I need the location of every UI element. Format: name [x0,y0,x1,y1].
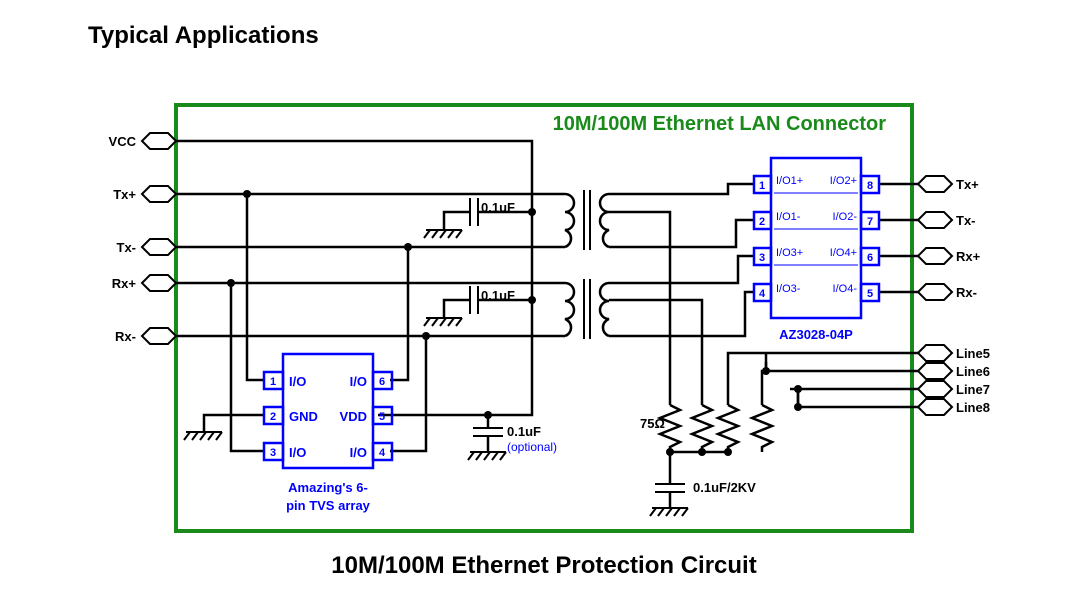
resistor-1 [656,403,684,452]
capacitor-hv: 0.1uF/2KV [649,448,756,517]
svg-text:Tx+: Tx+ [113,187,136,202]
svg-text:I/O: I/O [350,374,367,389]
svg-text:(optional): (optional) [507,440,557,454]
port-rx-minus-left: Rx- [115,327,178,345]
svg-text:5: 5 [379,411,385,423]
svg-text:I/O1-: I/O1- [776,211,801,223]
svg-text:2: 2 [759,216,765,228]
svg-text:0.1uF: 0.1uF [481,288,515,303]
svg-text:1: 1 [759,180,765,192]
port-rx-minus-right: Rx- [916,283,977,301]
ground-icon [183,431,223,441]
right-wires [609,182,918,411]
tvs-array-chip: 1 2 3 6 5 4 I/O GND I/O I/O VDD I/O Amaz… [262,352,394,513]
port-tx-minus-right: Tx- [916,211,976,229]
capacitor-rx-center: 0.1uF [423,286,532,327]
svg-text:8: 8 [867,180,873,192]
resistor-4 [748,403,776,452]
svg-text:3: 3 [759,252,765,264]
svg-text:I/O: I/O [289,374,306,389]
svg-text:4: 4 [759,288,766,300]
svg-text:6: 6 [379,376,385,388]
resistor-label: 75Ω [640,416,665,431]
svg-text:GND: GND [289,409,318,424]
svg-text:I/O4+: I/O4+ [830,247,857,259]
port-line8: Line8 [916,398,990,416]
port-tx-plus-right: Tx+ [916,175,979,193]
resistor-2 [688,403,716,452]
port-line7: Line7 [916,380,990,398]
svg-text:I/O1+: I/O1+ [776,175,803,187]
svg-text:I/O4-: I/O4- [833,283,858,295]
tvs-array-label-1: Amazing's 6- [288,480,368,495]
port-line6: Line6 [916,362,990,380]
transformer-tx [564,190,610,250]
svg-text:Line8: Line8 [956,400,990,415]
svg-text:Rx+: Rx+ [112,276,137,291]
svg-text:VDD: VDD [340,409,367,424]
svg-text:I/O2+: I/O2+ [830,175,857,187]
svg-text:Line6: Line6 [956,364,990,379]
az3028-label: AZ3028-04P [779,327,853,342]
capacitor-vdd: 0.1uF (optional) [467,415,557,461]
port-rx-plus-left: Rx+ [112,274,178,292]
svg-text:Rx-: Rx- [115,329,136,344]
az3028-chip: 1 2 3 4 8 7 6 5 I/O1+ I/O1- I/O3+ I/O3- … [752,156,881,342]
transformer-rx [564,279,610,339]
svg-text:Tx-: Tx- [956,213,976,228]
connector-label: 10M/100M Ethernet LAN Connector [553,113,887,135]
svg-text:0.1uF: 0.1uF [507,424,541,439]
svg-text:I/O2-: I/O2- [833,211,858,223]
resistor-3 [714,403,742,452]
svg-text:VCC: VCC [109,134,137,149]
svg-text:5: 5 [867,288,873,300]
svg-text:Line7: Line7 [956,382,990,397]
svg-text:6: 6 [867,252,873,264]
svg-text:Rx-: Rx- [956,285,977,300]
svg-text:I/O3-: I/O3- [776,283,801,295]
svg-text:0.1uF: 0.1uF [481,200,515,215]
port-tx-plus-left: Tx+ [113,185,178,203]
svg-text:I/O: I/O [350,445,367,460]
port-line5: Line5 [916,344,990,362]
tvs-array-label-2: pin TVS array [286,498,371,513]
port-vcc: VCC [109,132,178,150]
svg-text:Tx+: Tx+ [956,177,979,192]
svg-text:Tx-: Tx- [117,240,137,255]
port-rx-plus-right: Rx+ [916,247,981,265]
capacitor-tx-center: 0.1uF [423,198,532,239]
svg-text:Line5: Line5 [956,346,990,361]
svg-text:0.1uF/2KV: 0.1uF/2KV [693,480,756,495]
svg-text:2: 2 [270,411,276,423]
svg-text:1: 1 [270,376,276,388]
port-tx-minus-left: Tx- [117,238,178,256]
svg-text:3: 3 [270,447,276,459]
figure-caption: 10M/100M Ethernet Protection Circuit [331,552,757,579]
svg-text:4: 4 [379,447,386,459]
svg-text:Rx+: Rx+ [956,249,981,264]
page-title: Typical Applications [88,22,319,49]
svg-text:I/O: I/O [289,445,306,460]
svg-text:7: 7 [867,216,873,228]
svg-text:I/O3+: I/O3+ [776,247,803,259]
connector-border [174,103,914,533]
